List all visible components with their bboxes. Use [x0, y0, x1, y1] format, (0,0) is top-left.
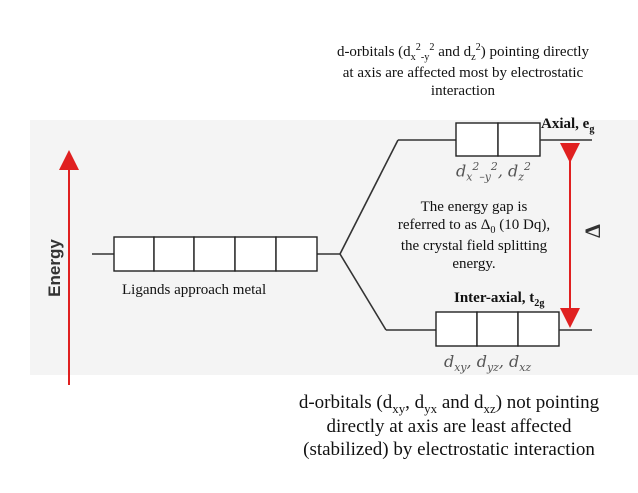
t2g-orbital-set [435, 311, 560, 347]
t2g-description-line-3: (stabilized) by electrostatic interactio… [303, 439, 595, 461]
t2g-orbital-box [517, 311, 560, 347]
eg-orbital-set [455, 122, 541, 157]
degenerate-orbital-box [275, 236, 318, 272]
t2g-orbital-names: dxy, dyz, dxz [444, 352, 532, 375]
degenerate-orbital-box [153, 236, 195, 272]
t2g-description-line-2: directly at axis are least affected [326, 416, 572, 438]
eg-description-line-1: d-orbitals (dx2-y2 and dz2) pointing dir… [336, 42, 590, 63]
t2g-orbital-box [435, 311, 478, 347]
degenerate-orbital-box [113, 236, 155, 272]
axial-eg-label: Axial, eg [541, 116, 595, 135]
degenerate-orbital-box [234, 236, 277, 272]
split-line-up [339, 139, 399, 255]
energy-gap-line-2: referred to as Δ0 (10 Dq), [397, 217, 551, 236]
eg-description: d-orbitals (dx2-y2 and dz2) pointing dir… [300, 42, 626, 100]
t2g-orbital-box [476, 311, 519, 347]
degenerate-orbital-set [113, 236, 318, 272]
t2g-description: d-orbitals (dxy, dyx and dxz) not pointi… [275, 392, 623, 462]
t2g-description-line-1: d-orbitals (dxy, dyx and dxz) not pointi… [298, 392, 600, 416]
eg-description-line-3: interaction [430, 83, 496, 100]
energy-axis-label: Energy [44, 239, 64, 297]
energy-gap-line-1: The energy gap is [420, 199, 528, 215]
split-line-down [339, 253, 387, 331]
eg-orbital-box [497, 122, 541, 157]
ligands-label: Ligands approach metal [122, 282, 267, 298]
energy-gap-line-4: energy. [452, 256, 496, 273]
energy-gap-description: The energy gap is referred to as Δ0 (10 … [386, 198, 562, 273]
energy-gap-line-3: the crystal field splitting [400, 238, 548, 255]
eg-description-line-2: at axis are affected most by electrostat… [342, 65, 584, 82]
eg-orbital-names: dx2–y2, dz2 [456, 160, 531, 184]
eg-orbital-box [455, 122, 499, 157]
interaxial-t2g-label: Inter-axial, t2g [454, 290, 545, 309]
delta-symbol: Δ [579, 224, 605, 238]
degenerate-orbital-box [193, 236, 236, 272]
